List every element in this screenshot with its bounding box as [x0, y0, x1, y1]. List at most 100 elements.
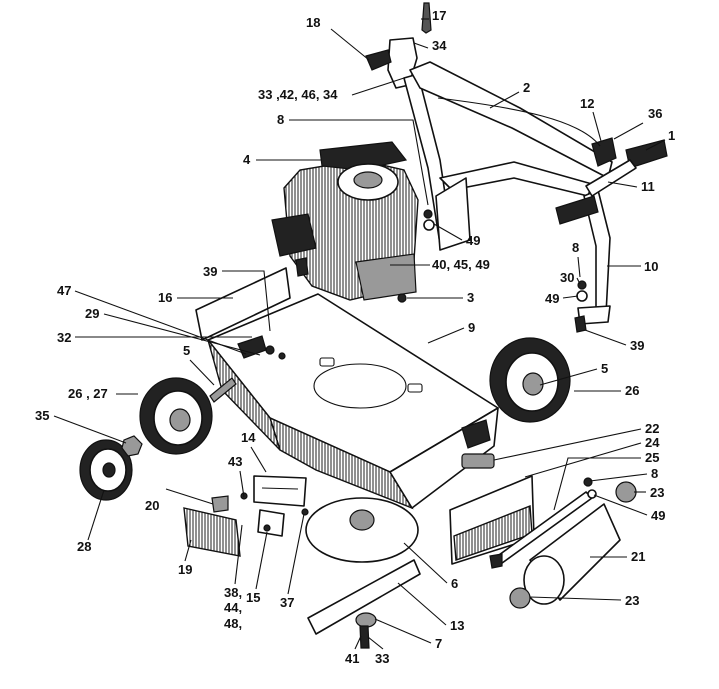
callout-label-c26: 26 — [625, 383, 639, 398]
discharge-chute-guard — [183, 507, 241, 557]
callout-label-c49c: 49 — [651, 508, 665, 523]
callout-label-c33b: 33 — [375, 651, 389, 666]
deck-height-adjuster — [237, 335, 267, 359]
roller-axle-clip — [587, 489, 597, 499]
callout-leader-c36 — [613, 122, 644, 140]
callout-label-c10: 10 — [644, 259, 658, 274]
handle-bolt — [423, 209, 433, 219]
engine-air-filter-cap — [353, 171, 383, 189]
callout-label-c1: 1 — [668, 128, 675, 143]
callout-label-c30: 30 — [560, 270, 574, 285]
callout-label-c41: 41 — [345, 651, 359, 666]
callout-leader-c5b — [539, 368, 598, 386]
callout-leader-c5a — [189, 359, 215, 386]
handle-washer — [423, 219, 435, 231]
callout-label-c3: 3 — [467, 290, 474, 305]
callout-label-c16: 16 — [158, 290, 172, 305]
engine-dipstick — [397, 293, 407, 303]
callout-leader-c33_42 — [351, 77, 405, 96]
engine-base — [355, 253, 417, 301]
callout-label-c49b: 49 — [545, 291, 559, 306]
chute-hinge-bracket — [211, 495, 229, 513]
deck-skirt-left — [207, 339, 281, 451]
roller-axle-washer — [583, 477, 593, 487]
cutter-blade — [307, 559, 421, 635]
callout-label-c28: 28 — [77, 539, 91, 554]
hub-cap-center — [102, 462, 116, 478]
callout-label-c20: 20 — [145, 498, 159, 513]
callout-leader-c28 — [87, 489, 105, 541]
callout-label-c19: 19 — [178, 562, 192, 577]
callout-label-c43: 43 — [228, 454, 242, 469]
callout-leader-c13 — [397, 582, 447, 626]
callout-leader-c1 — [645, 139, 666, 151]
callout-label-c39a: 39 — [203, 264, 217, 279]
foot-bolt — [574, 315, 587, 333]
engine — [271, 141, 419, 303]
callout-label-c2: 2 — [523, 80, 530, 95]
callout-label-c14: 14 — [241, 430, 256, 445]
callout-label-c35: 35 — [35, 408, 49, 423]
wheel-nut — [121, 435, 143, 457]
callout-label-c47: 47 — [57, 283, 71, 298]
callout-leader-c38 — [234, 524, 243, 585]
left-axle-bolt — [209, 377, 237, 403]
engine-shroud-top — [319, 141, 408, 171]
mower-deck — [207, 293, 499, 510]
blade-washer — [355, 612, 377, 628]
callout-leader-c24 — [524, 442, 642, 478]
handle-grip-lower — [555, 195, 599, 225]
callout-leader-c41 — [354, 635, 362, 650]
callout-leader-c12 — [592, 111, 602, 142]
callout-leader-c35 — [53, 415, 127, 444]
callout-label-c24: 24 — [645, 435, 660, 450]
callout-leader-c6 — [403, 542, 448, 584]
callout-label-c32: 32 — [57, 330, 71, 345]
callout-label-c38: 38, — [224, 585, 242, 600]
callout-label-c44: 44, — [224, 600, 242, 615]
callout-leader-c37 — [287, 513, 305, 595]
callout-label-c17: 17 — [432, 8, 446, 23]
callout-label-c21: 21 — [631, 549, 645, 564]
callout-label-c12: 12 — [580, 96, 594, 111]
handle-knob — [421, 2, 432, 34]
callout-label-c7: 7 — [435, 636, 442, 651]
callout-label-c33_42: 33 ,42, 46, 34 — [258, 87, 338, 102]
callout-leader-c8a — [289, 119, 429, 206]
callout-leader-c15 — [255, 531, 268, 590]
callout-leader-c23b — [529, 596, 622, 601]
roller-bearing-right — [615, 481, 637, 503]
rear-baffle-plate — [195, 267, 291, 341]
side-washer — [576, 290, 588, 302]
callout-leader-c25 — [553, 457, 641, 511]
callout-label-c8a: 8 — [277, 112, 284, 127]
callout-label-c49a: 49 — [466, 233, 480, 248]
wheel-hub-cap — [79, 439, 133, 501]
throttle-control — [591, 137, 617, 167]
handle-tube-upper — [409, 61, 613, 179]
callout-label-c26_27: 26 , 27 — [68, 386, 108, 401]
callout-label-c48: 48, — [224, 616, 242, 631]
warning-label-plate — [253, 475, 307, 507]
hinge-screw-b — [301, 508, 309, 516]
callout-leader-c39a — [222, 270, 271, 332]
handle-assembly — [365, 2, 668, 333]
handle-rear-brace — [435, 177, 471, 251]
callout-label-c36: 36 — [648, 106, 662, 121]
control-cross-bar — [585, 159, 637, 197]
deck-engine-opening — [313, 363, 407, 409]
callout-label-c5a: 5 — [183, 343, 190, 358]
callout-label-c22: 22 — [645, 421, 659, 436]
callout-leader-c43 — [239, 470, 245, 498]
blade-adapter-hub — [349, 509, 375, 531]
callout-leader-c7 — [374, 618, 432, 644]
callout-label-c13: 13 — [450, 618, 464, 633]
callout-leader-c49a — [433, 223, 463, 241]
callout-leader-c19 — [184, 539, 192, 562]
blade-bolt — [359, 625, 370, 649]
deflector-latch — [461, 453, 495, 469]
hinge-pin-plate — [257, 509, 285, 537]
callout-leader-c29 — [103, 313, 261, 356]
